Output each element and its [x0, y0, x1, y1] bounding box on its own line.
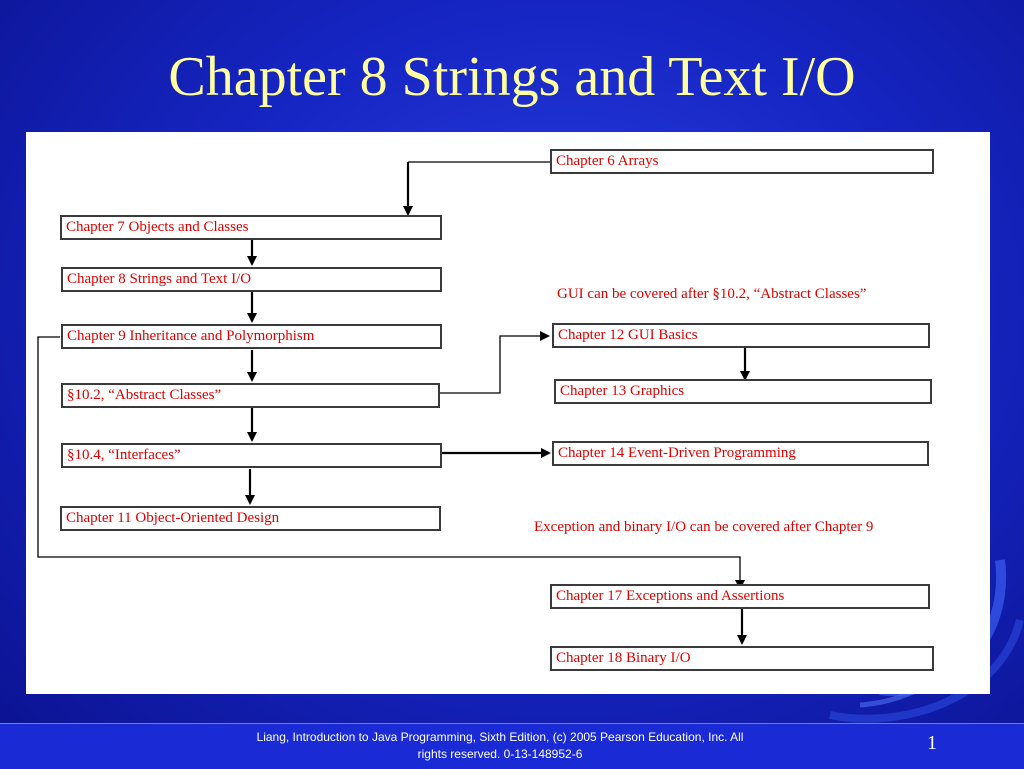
section-10-2-box: §10.2, “Abstract Classes”	[61, 383, 440, 408]
chapter-14-box: Chapter 14 Event-Driven Programming	[552, 441, 929, 466]
chapter-7-box: Chapter 7 Objects and Classes	[60, 215, 442, 240]
arrow-ch9-to-ch17	[37, 336, 745, 590]
page-number: 1	[927, 732, 937, 754]
footer-bar: Liang, Introduction to Java Programming,…	[0, 723, 1024, 769]
chapter-9-box: Chapter 9 Inheritance and Polymorphism	[61, 324, 442, 349]
chapter-12-box: Chapter 12 GUI Basics	[552, 323, 930, 348]
chapter-11-box: Chapter 11 Object-Oriented Design	[60, 506, 441, 531]
gui-note: GUI can be covered after §10.2, “Abstrac…	[557, 286, 867, 302]
exception-note: Exception and binary I/O can be covered …	[534, 519, 874, 535]
arrow-s10-2-to-ch12	[440, 331, 550, 394]
footer-line-2: rights reserved. 0-13-148952-6	[417, 747, 583, 761]
chapter-17-box: Chapter 17 Exceptions and Assertions	[550, 584, 930, 609]
diagram-panel: Chapter 6 Arrays Chapter 7 Objects and C…	[26, 132, 990, 694]
chapter-8-box: Chapter 8 Strings and Text I/O	[61, 267, 442, 292]
diagram-connectors	[37, 161, 750, 645]
chapter-6-box: Chapter 6 Arrays	[550, 149, 934, 174]
chapter-13-box: Chapter 13 Graphics	[554, 379, 932, 404]
footer-copyright: Liang, Introduction to Java Programming,…	[200, 729, 800, 763]
slide-title: Chapter 8 Strings and Text I/O	[168, 46, 856, 108]
footer-line-1: Liang, Introduction to Java Programming,…	[256, 730, 744, 744]
section-10-4-box: §10.4, “Interfaces”	[61, 443, 442, 468]
chapter-18-box: Chapter 18 Binary I/O	[550, 646, 934, 671]
